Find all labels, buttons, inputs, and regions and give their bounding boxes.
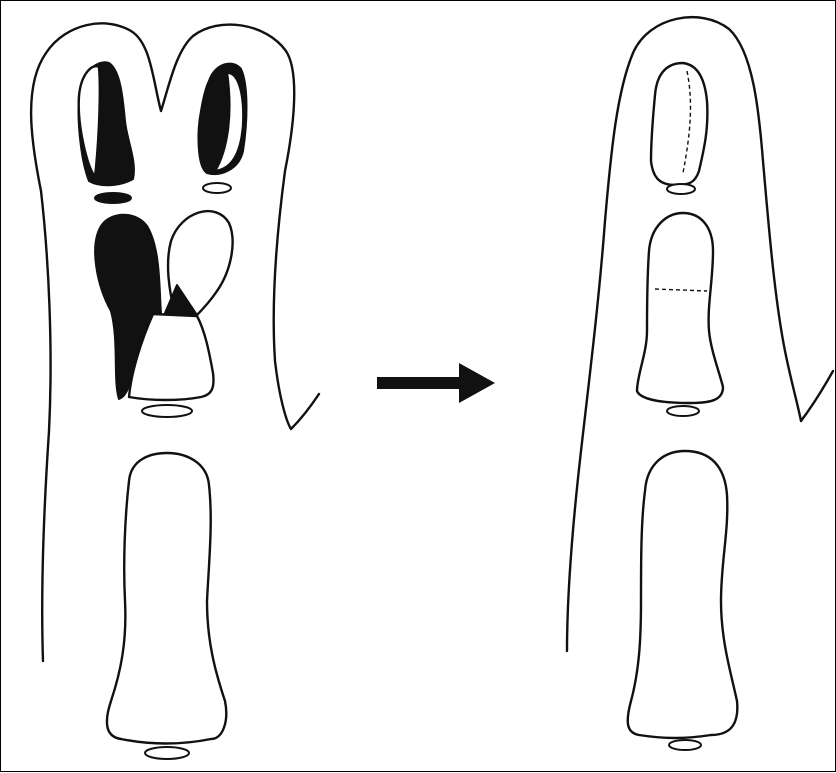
- panel-after: [567, 17, 833, 750]
- after-pip-joint-ellipse: [667, 406, 699, 416]
- after-proximal-phalanx: [628, 451, 738, 738]
- after-mcp-joint-ellipse: [669, 740, 701, 750]
- before-joint-ellipse-left: [95, 193, 131, 203]
- right-arrow-icon: [377, 363, 495, 403]
- before-pip-joint-ellipse: [142, 405, 192, 417]
- before-joint-ellipse-right: [203, 183, 231, 193]
- before-distal-phalanx-left-inner: [79, 66, 100, 177]
- panel-before: [31, 23, 319, 759]
- after-middle-phalanx: [637, 213, 723, 403]
- before-mcp-joint-ellipse: [145, 747, 189, 759]
- after-distal-phalanx: [651, 63, 707, 185]
- before-proximal-phalanx: [107, 453, 226, 744]
- after-dip-joint-ellipse: [667, 184, 695, 194]
